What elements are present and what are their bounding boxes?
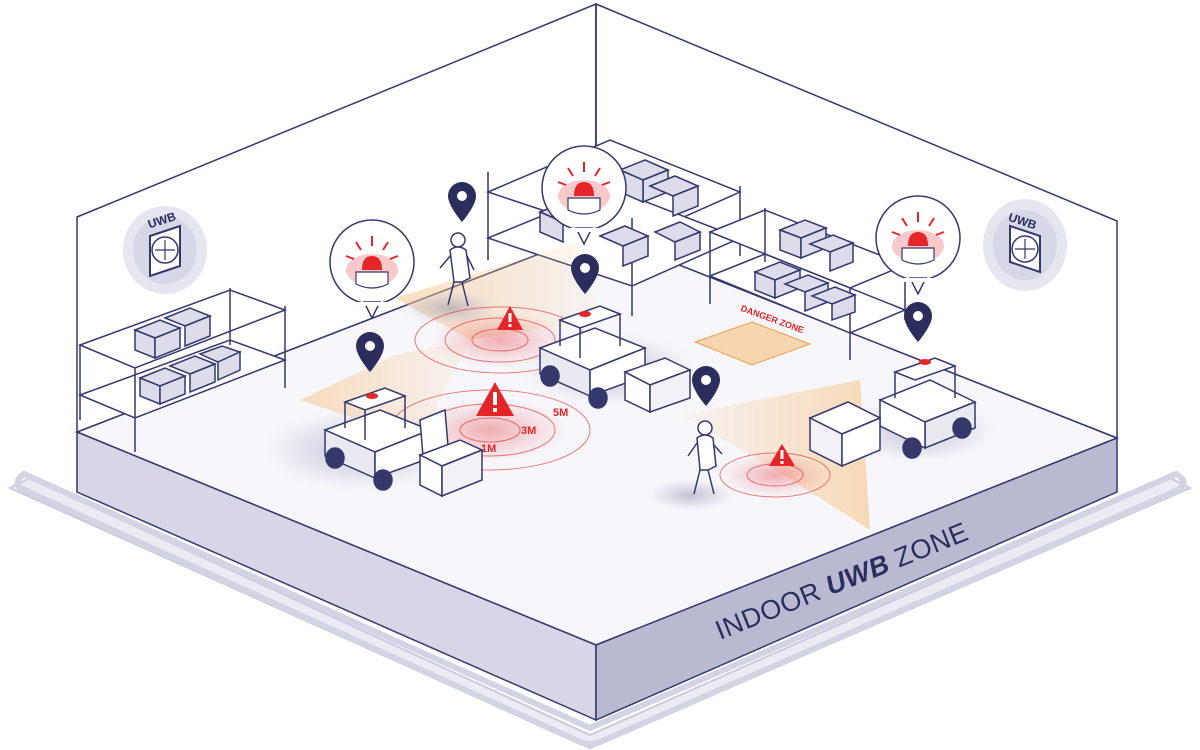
range-label-1m: 1M — [481, 443, 496, 455]
uwb-anchor-left: UWB — [123, 206, 207, 294]
uwb-anchor-icon — [1011, 235, 1039, 263]
worker-back — [439, 232, 475, 307]
forklift-left — [322, 387, 484, 498]
forklift-right — [808, 357, 977, 468]
location-pin-icon — [356, 332, 384, 372]
beacon-alarm-icon — [541, 145, 627, 246]
shelf-left — [77, 288, 288, 452]
warning-triangle-icon — [497, 306, 523, 330]
uwb-anchor-icon — [151, 236, 179, 264]
ground-outline-inner — [14, 470, 1187, 747]
uwb-anchor-right: UWB — [983, 199, 1067, 291]
location-pin-icon — [571, 254, 599, 294]
worker-front — [687, 420, 723, 495]
location-pin-icon — [448, 182, 476, 222]
location-pin-icon — [904, 302, 932, 342]
range-label-5m: 5M — [553, 407, 568, 419]
ground-outline — [7, 476, 1193, 750]
beacon-alarm-icon — [875, 195, 961, 296]
danger-zone-area — [693, 321, 812, 366]
location-pin-icon — [692, 366, 720, 406]
forklift-center — [537, 305, 692, 414]
warning-triangle-icon — [476, 382, 514, 416]
warning-triangle-icon — [769, 444, 795, 466]
shelf-right — [707, 208, 907, 360]
range-label-3m: 3M — [521, 425, 536, 437]
slab-right-face — [595, 436, 1118, 722]
beacon-alarm-icon — [329, 219, 415, 320]
